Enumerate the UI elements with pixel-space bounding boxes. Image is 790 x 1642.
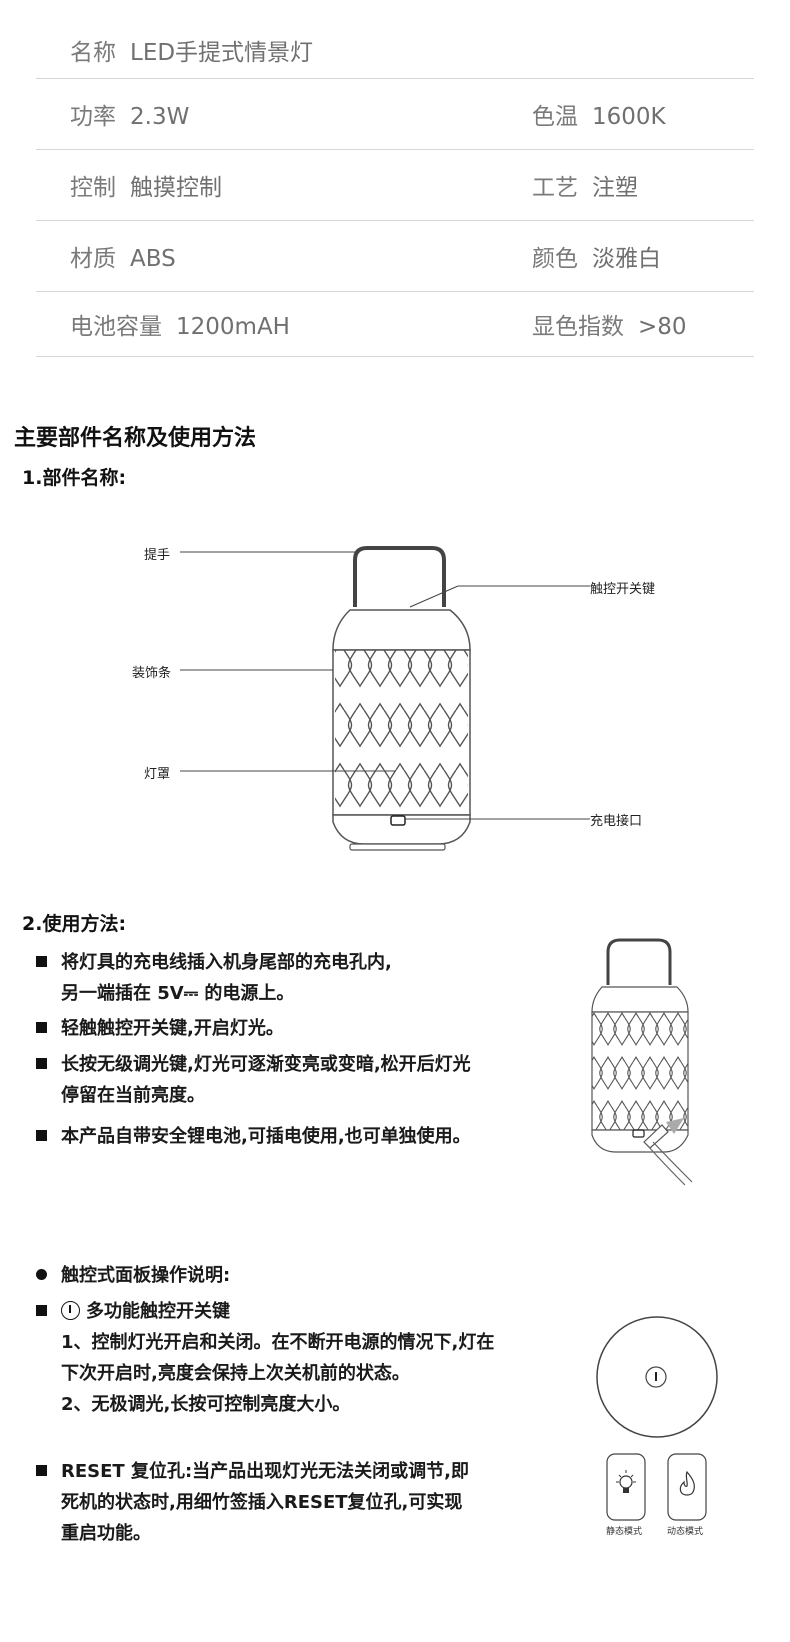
usage-item-4: 本产品自带安全锂电池,可插电使用,也可单独使用。 [36, 1121, 471, 1152]
bullet-square [36, 1021, 47, 1033]
usage-item-1: 将灯具的充电线插入机身尾部的充电孔内, 另一端插在 5V⎓ 的电源上。 [36, 947, 392, 1009]
usage-title: 2.使用方法: [22, 913, 127, 935]
spec-cri-value: >80 [638, 314, 687, 340]
spec-color-key: 颜色 [532, 246, 578, 272]
spec-row-control: 控制触摸控制 工艺注塑 [36, 150, 754, 221]
spec-color-value: 淡雅白 [592, 246, 661, 272]
usage-item-2: 轻触触控开关键,开启灯光。 [36, 1013, 284, 1044]
panel-reset-block: RESET 复位孔:当产品出现灯光无法关闭或调节,即 死机的状态时,用细竹签插入… [36, 1456, 469, 1549]
panel-title: 触控式面板操作说明: [61, 1265, 231, 1286]
spec-row-power: 功率 2.3W 色温 1600K [36, 79, 754, 150]
spec-power-value: 2.3W [130, 104, 190, 130]
spec-power-key: 功率 [70, 104, 116, 130]
bullet-square [36, 1057, 47, 1069]
power-icon [61, 1300, 80, 1320]
section-title: 主要部件名称及使用方法 [14, 426, 257, 451]
dynamic-mode-label: 动态模式 [667, 1527, 704, 1537]
static-mode-label: 静态模式 [606, 1527, 643, 1537]
spec-name-key: 名称 [70, 40, 116, 66]
bullet-square [36, 1304, 47, 1316]
spec-table: 名称 LED手提式情景灯 功率 2.3W 色温 1600K 控制触摸控制 工艺注塑 材… [36, 22, 754, 357]
spec-row-material: 材质 ABS 颜色淡雅白 [36, 221, 754, 292]
parts-title: 1.部件名称: [22, 467, 127, 489]
panel-title-row: 触控式面板操作说明: [36, 1260, 230, 1291]
lamp-charging-illustration [591, 938, 693, 1186]
spec-craft-key: 工艺 [532, 175, 578, 201]
spec-control-value: 触摸控制 [130, 175, 222, 201]
spec-row-name: 名称 LED手提式情景灯 [36, 22, 754, 79]
static-mode-icon [606, 1453, 646, 1521]
label-handle: 提手 [144, 548, 171, 563]
label-charge-port: 充电接口 [590, 814, 643, 829]
usage-item-3: 长按无级调光键,灯光可逐渐变亮或变暗,松开后灯光 停留在当前亮度。 [36, 1049, 471, 1111]
bullet-square [36, 955, 47, 967]
lamp-parts-diagram [180, 546, 590, 851]
spec-cri-key: 显色指数 [532, 314, 624, 340]
bullet-dot [36, 1268, 47, 1280]
spec-control-key: 控制 [70, 175, 116, 201]
panel-switch-block: 多功能触控开关键 1、控制灯光开启和关闭。在不断开电源的情况下,灯在 下次开启时… [36, 1296, 494, 1420]
spec-craft-value: 注塑 [592, 175, 638, 201]
spec-battery-value: 1200mAH [176, 314, 290, 340]
spec-temp-value: 1600K [592, 104, 666, 130]
touch-panel-illustration [596, 1316, 718, 1438]
spec-temp-key: 色温 [532, 104, 578, 130]
dynamic-mode-icon [667, 1453, 707, 1521]
bullet-square [36, 1129, 47, 1141]
label-touch-switch: 触控开关键 [590, 582, 656, 597]
label-shade: 灯罩 [144, 767, 171, 782]
spec-material-value: ABS [130, 246, 176, 272]
spec-name-value: LED手提式情景灯 [130, 40, 314, 66]
label-trim: 装饰条 [132, 666, 172, 681]
spec-battery-key: 电池容量 [70, 314, 162, 340]
spec-row-battery: 电池容量 1200mAH 显色指数 >80 [36, 292, 754, 357]
bullet-square [36, 1464, 47, 1476]
spec-material-key: 材质 [70, 246, 116, 272]
